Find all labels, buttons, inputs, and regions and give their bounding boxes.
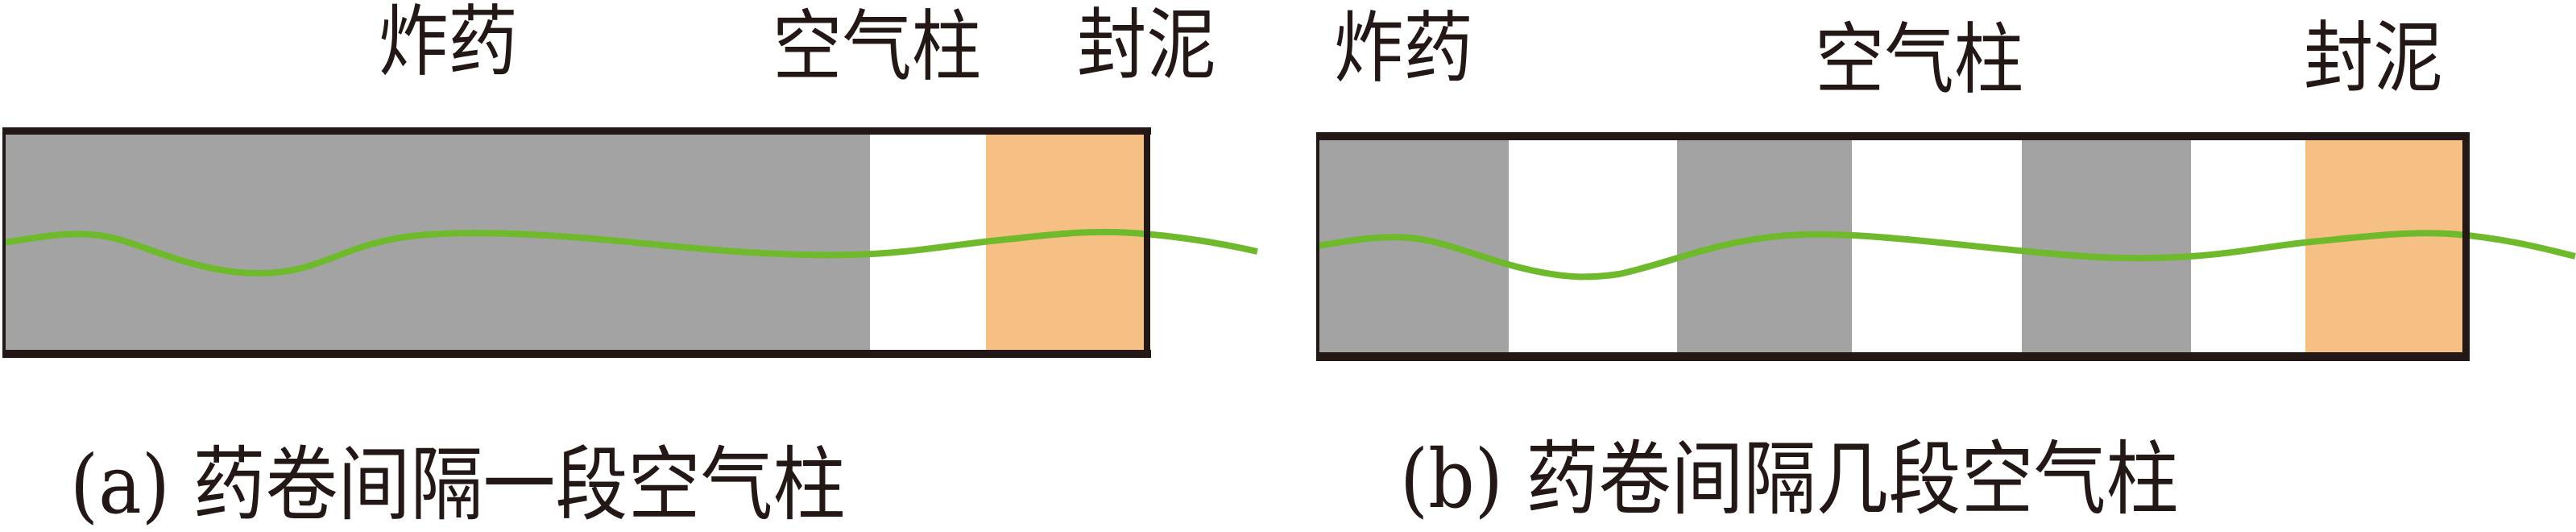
panel-b-label-explosive: 炸药 [1334,3,1473,94]
panel-a-bottom-end [1144,127,1150,358]
panel-a-top-wall [2,127,1151,135]
panel-b-fuse-line [1317,230,2576,281]
panel-b-explosive-segment [1677,139,1852,353]
panel-b-explosive-segment [2022,139,2191,353]
panel-a-fuse-line [3,228,1258,277]
panel-a-label-explosive: 炸药 [379,0,518,87]
panel-b-bottom-wall [1316,352,2470,361]
panel-b-top-wall [1316,132,2470,140]
panel-b-label-air-column: 空气柱 [1815,15,2024,105]
panel-b-stemming-segment [2305,139,2464,353]
panel-a-label-air-column: 空气柱 [772,2,982,92]
panel-b-air-column-segment [1509,139,1677,353]
panel-a-label-stemming: 封泥 [1077,0,1216,90]
panel-b-label-stemming: 封泥 [2304,13,2443,103]
panel-b-left-wall [1316,132,1319,361]
panel-a-borehole [2,127,1258,358]
panel-b-bottom-end [2462,132,2470,361]
panel-b-caption: (b) 药卷间隔几段空气柱 [1400,432,2179,526]
panel-a-bottom-wall [2,350,1151,358]
panel-a-caption: (a) 药卷间隔一段空气柱 [70,438,846,532]
panel-b-explosive-segment [1318,139,1509,353]
panel-a-left-wall [2,127,6,358]
panel-b-borehole [1316,132,2576,361]
panel-a-explosive-segment [4,133,870,351]
